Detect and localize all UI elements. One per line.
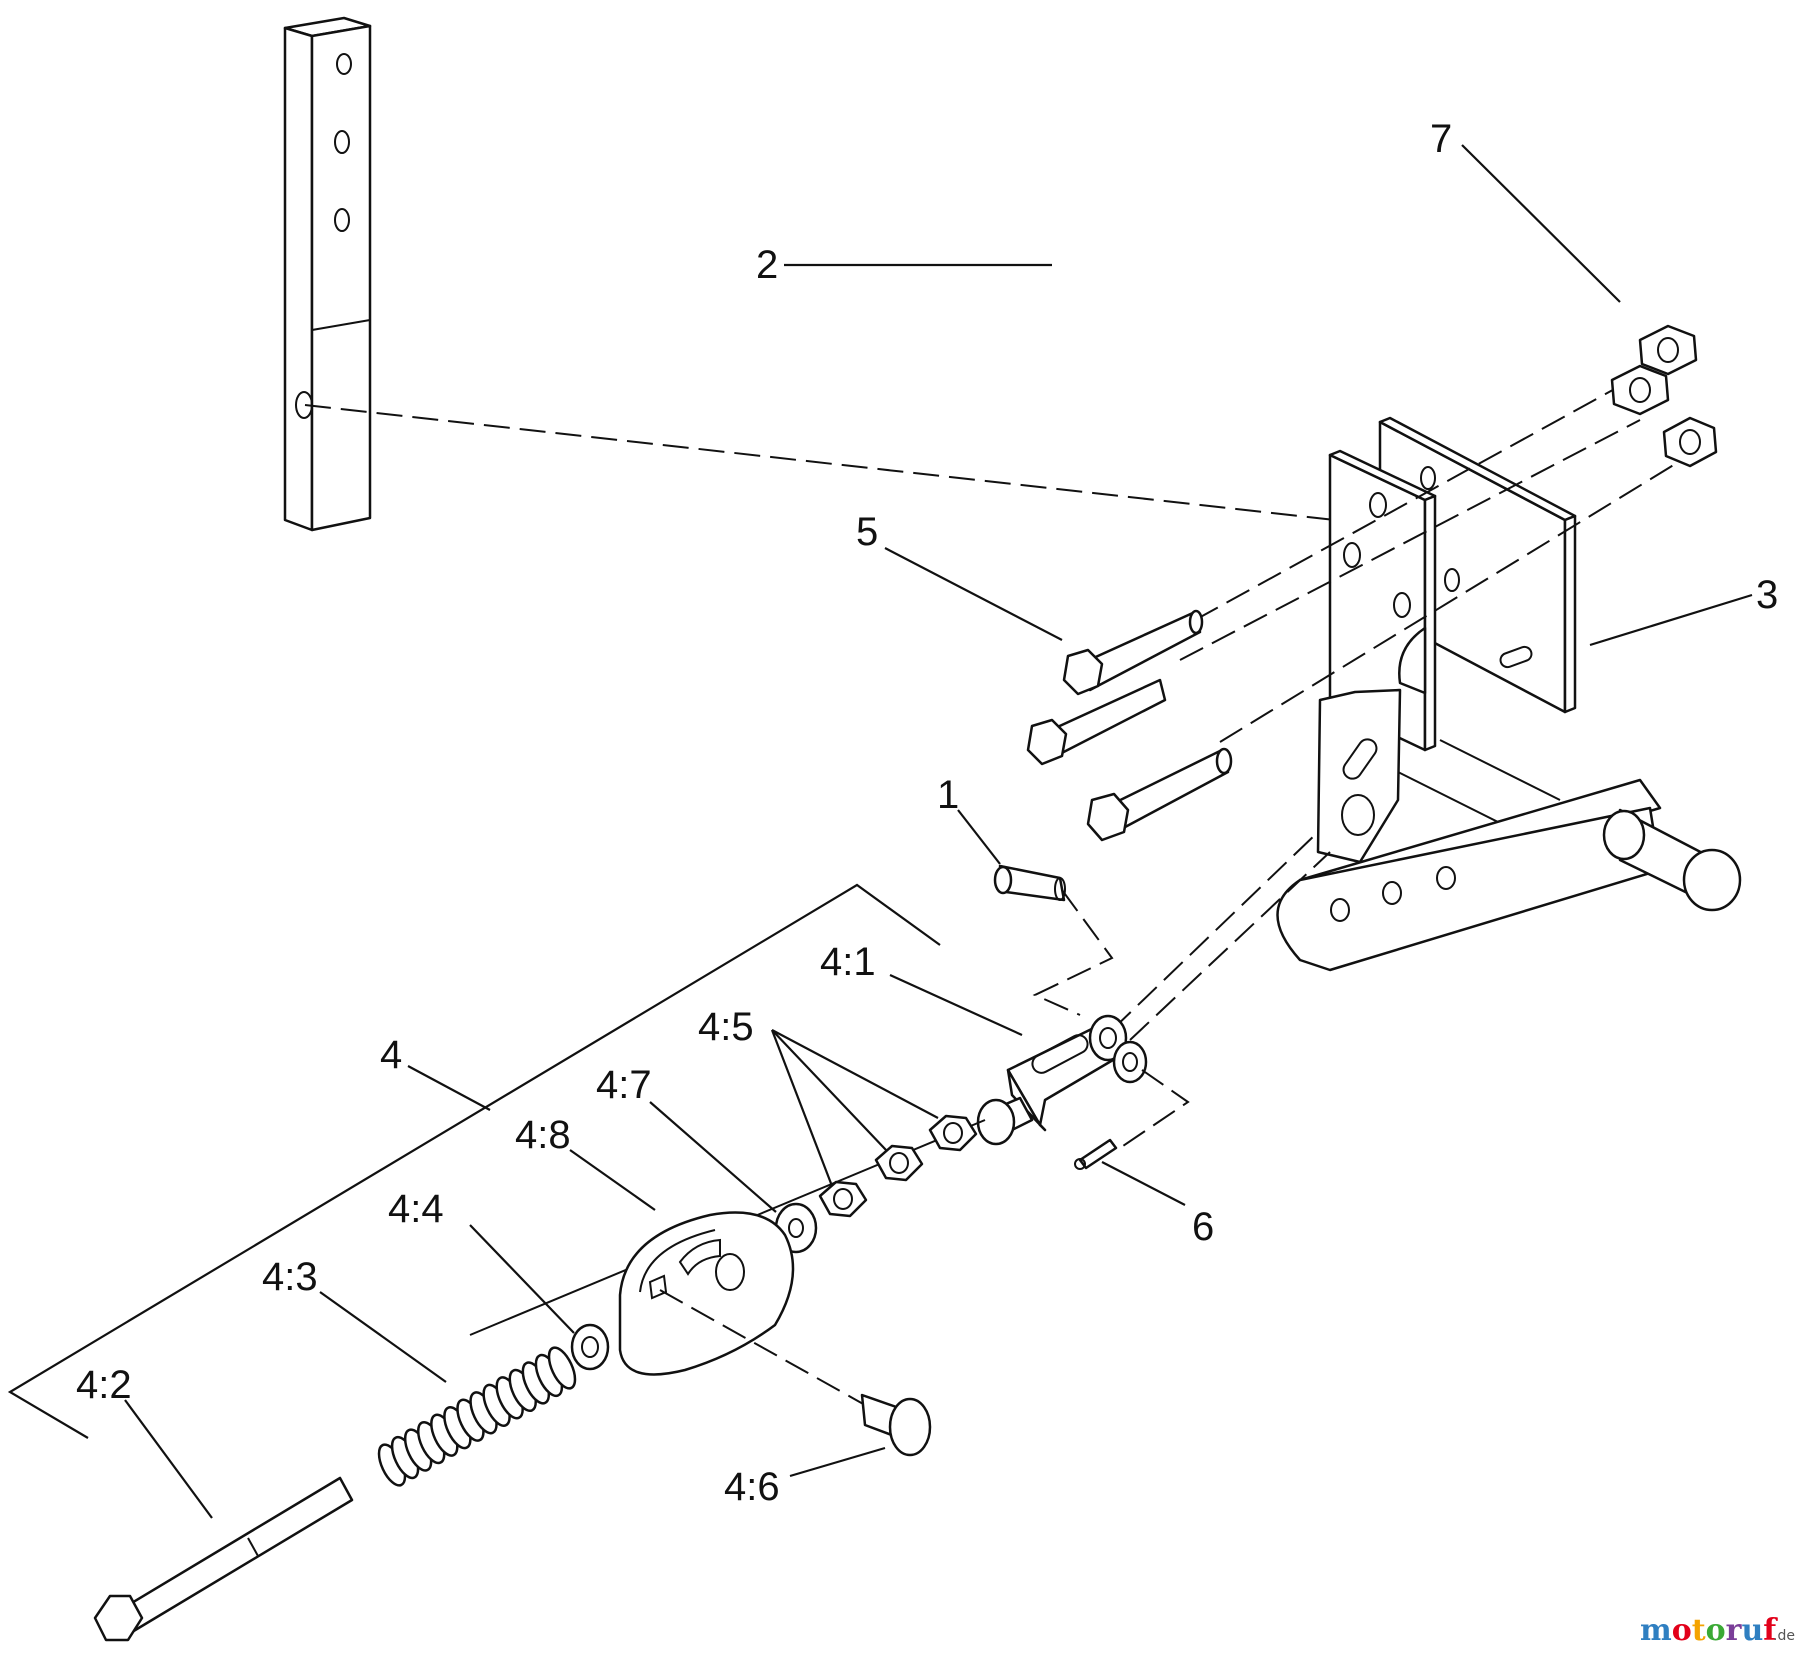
part-4-5-nut-2 bbox=[874, 1144, 924, 1182]
callout-4-4: 4:4 bbox=[388, 1187, 444, 1231]
part-4-8-cam-plate bbox=[618, 1211, 795, 1376]
part-3-plate-front bbox=[1328, 449, 1437, 752]
callout-3: 3 bbox=[1756, 573, 1778, 617]
callout-5: 5 bbox=[856, 510, 878, 554]
part-4-2-hex-bolt bbox=[93, 1476, 354, 1642]
assembly-line bbox=[1032, 889, 1114, 1016]
part-5-bolt-lower bbox=[1086, 747, 1233, 842]
shaft-and-lever-arm bbox=[1276, 739, 1742, 972]
part-1-clevis-pin bbox=[993, 864, 1066, 902]
watermark-brand: motoruf bbox=[1640, 1613, 1778, 1648]
part-7-nut-right bbox=[1662, 416, 1718, 468]
part-4-1-spacer bbox=[976, 1096, 1034, 1146]
part-7-nut-middle bbox=[1610, 364, 1670, 416]
callout-2: 2 bbox=[756, 243, 778, 287]
part-6-cotter-pin bbox=[1074, 1138, 1118, 1170]
callout-6: 6 bbox=[1192, 1205, 1214, 1249]
watermark-suffix: .de bbox=[1773, 1628, 1795, 1644]
assembly-line bbox=[1111, 831, 1319, 1031]
callout-1: 1 bbox=[937, 773, 959, 817]
callout-4-2: 4:2 bbox=[76, 1363, 132, 1407]
part-4-4-washer bbox=[570, 1323, 610, 1371]
callout-7: 7 bbox=[1430, 117, 1452, 161]
group-4-bracket bbox=[7, 883, 941, 1439]
callout-4-7: 4:7 bbox=[596, 1063, 652, 1107]
callout-4-5: 4:5 bbox=[698, 1005, 754, 1049]
assembly-line bbox=[659, 1289, 866, 1406]
assembly-line bbox=[304, 404, 1336, 521]
callout-4-8: 4:8 bbox=[515, 1113, 571, 1157]
part-7-nut-top bbox=[1638, 324, 1698, 376]
callout-4-3: 4:3 bbox=[262, 1255, 318, 1299]
assembly-line bbox=[1179, 419, 1641, 661]
arm-link bbox=[1316, 688, 1402, 864]
callout-4-1: 4:1 bbox=[820, 940, 876, 984]
assembly-line bbox=[1194, 374, 1641, 621]
callout-4: 4 bbox=[380, 1033, 402, 1077]
watermark-logo: motoruf .de bbox=[1640, 1613, 1795, 1648]
part-4-3-spring bbox=[377, 1346, 577, 1487]
part-4-6-carriage-bolt bbox=[860, 1393, 932, 1457]
part-4-5-nut-3 bbox=[818, 1180, 868, 1218]
part-2-square-tube bbox=[283, 16, 372, 532]
part-5-bolt-upper bbox=[1062, 609, 1204, 696]
callout-labels: 2 7 5 3 1 4:1 4:5 4:7 4 4:8 4:4 4:3 4:2 … bbox=[76, 117, 1778, 1509]
part-5-bolt-middle bbox=[1026, 678, 1167, 766]
assembly-line bbox=[1219, 454, 1691, 743]
spring-coil bbox=[547, 1346, 577, 1390]
assembly-line bbox=[1129, 851, 1331, 1041]
part-4-5-nut-1 bbox=[928, 1114, 978, 1152]
leader-lines bbox=[124, 144, 1753, 1519]
part-4-1-clevis bbox=[1006, 1014, 1148, 1132]
assembly-line bbox=[1119, 1069, 1190, 1149]
callout-4-6: 4:6 bbox=[724, 1465, 780, 1509]
